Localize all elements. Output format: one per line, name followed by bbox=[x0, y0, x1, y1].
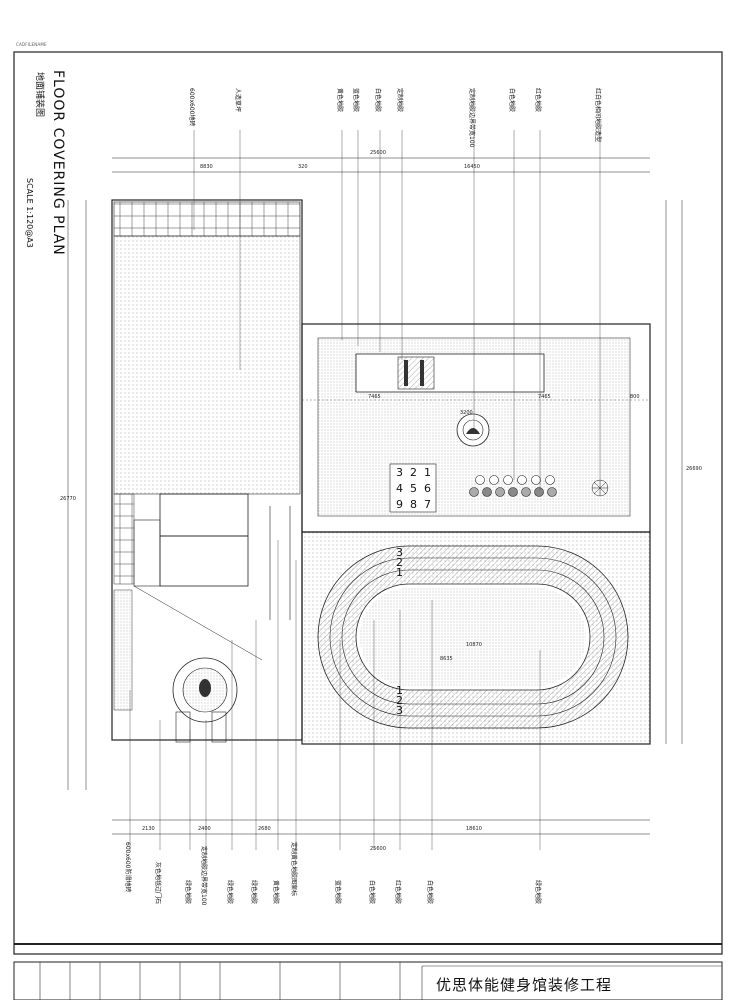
svg-text:3: 3 bbox=[396, 466, 403, 479]
dim-bottom-seg-3: 2680 bbox=[258, 826, 271, 832]
title-block-grid bbox=[39, 962, 722, 1000]
reception-circle bbox=[172, 657, 238, 723]
number-grid-digits: 3 2 1 4 5 6 9 8 7 bbox=[396, 466, 431, 511]
svg-text:1: 1 bbox=[396, 566, 403, 579]
dim-top-seg-2: 320 bbox=[298, 164, 308, 170]
dim-right-total: 26690 bbox=[686, 466, 702, 472]
dim-top-total: 25600 bbox=[370, 150, 386, 156]
leader-label: 白色地胶 bbox=[426, 880, 433, 905]
leader-label: 白色地胶 bbox=[508, 88, 515, 113]
dim-inner-1: 7465 bbox=[368, 394, 381, 400]
svg-text:2: 2 bbox=[410, 466, 417, 479]
turf-area bbox=[113, 235, 301, 495]
dimension-lines bbox=[67, 157, 683, 835]
svg-text:6: 6 bbox=[424, 482, 431, 495]
bottom-leader-lines bbox=[129, 540, 541, 850]
leader-label: 定制地胶边界带宽100 bbox=[200, 846, 207, 906]
svg-text:1: 1 bbox=[396, 684, 403, 697]
svg-text:7: 7 bbox=[424, 498, 431, 511]
top-leader-lines bbox=[193, 130, 601, 490]
dim-inner-2: 7465 bbox=[538, 394, 551, 400]
svg-text:8: 8 bbox=[410, 498, 417, 511]
number-grid bbox=[389, 463, 437, 513]
dim-bottom-seg-2: 2400 bbox=[198, 826, 211, 832]
leader-label: 红白色相间地胶造型 bbox=[594, 88, 601, 143]
sheet-border bbox=[13, 51, 723, 955]
leader-label: 黄色地胶 bbox=[272, 880, 279, 905]
svg-text:2: 2 bbox=[396, 556, 403, 569]
leader-label: 定制地胶边界带宽100 bbox=[468, 88, 475, 148]
leader-label: 绿色地胶 bbox=[184, 880, 191, 905]
color-dot-rows bbox=[469, 475, 557, 497]
svg-text:2: 2 bbox=[396, 694, 403, 707]
leader-label: 蓝色地胶 bbox=[334, 880, 341, 905]
room-a bbox=[159, 493, 249, 537]
dim-left-total: 26770 bbox=[60, 496, 76, 502]
leader-label: 定制地胶 bbox=[396, 88, 403, 113]
leader-label: 600x600地砖 bbox=[188, 88, 195, 127]
dim-bottom-seg-1: 2130 bbox=[142, 826, 155, 832]
dim-inner-4: 8635 bbox=[440, 656, 453, 662]
room-b bbox=[159, 535, 249, 587]
leader-label: 蓝色地胶 bbox=[352, 88, 359, 113]
svg-text:3: 3 bbox=[396, 704, 403, 717]
leader-label: 绿色地胶 bbox=[534, 880, 541, 905]
dim-bottom-seg-4: 18610 bbox=[466, 826, 482, 832]
leader-label: 绿色地胶 bbox=[250, 880, 257, 905]
svg-text:5: 5 bbox=[410, 482, 417, 495]
leader-label: 红色地胶 bbox=[394, 880, 401, 905]
leader-label: 定制黄色地胶图案标 bbox=[290, 842, 297, 897]
bench-zone bbox=[355, 353, 545, 393]
dim-bottom-total: 25600 bbox=[370, 846, 386, 852]
dim-top-seg-1: 8830 bbox=[200, 164, 213, 170]
svg-text:3: 3 bbox=[396, 546, 403, 559]
project-title: 优思体能健身馆装修工程 bbox=[436, 976, 613, 994]
dim-top-seg-3: 16450 bbox=[464, 164, 480, 170]
leader-label: 600x600防滑地砖 bbox=[124, 842, 131, 893]
svg-text:4: 4 bbox=[396, 482, 403, 495]
leader-label: 红色地胶 bbox=[534, 88, 541, 113]
track-lane-numbers: 3 2 1 1 2 3 bbox=[396, 546, 403, 717]
leader-label: 白色地胶 bbox=[374, 88, 381, 113]
cad-file-label: CADFILENAME bbox=[16, 42, 47, 47]
track-infield bbox=[360, 588, 586, 686]
dim-inner-6: 800 bbox=[630, 394, 640, 400]
tile-band bbox=[113, 201, 301, 237]
svg-text:1: 1 bbox=[424, 466, 431, 479]
leader-label: 黄色地胶 bbox=[336, 88, 343, 113]
leader-label: 白色地胶 bbox=[368, 880, 375, 905]
compass-star bbox=[591, 479, 609, 497]
leader-label: 绿色地胶 bbox=[226, 880, 233, 905]
svg-text:9: 9 bbox=[396, 498, 403, 511]
dim-inner-3: 10870 bbox=[466, 642, 482, 648]
leader-label: 人造草坪 bbox=[234, 88, 241, 113]
leader-label: 灰色地毯过门石 bbox=[154, 862, 161, 905]
dim-inner-5: 3200 bbox=[460, 410, 473, 416]
